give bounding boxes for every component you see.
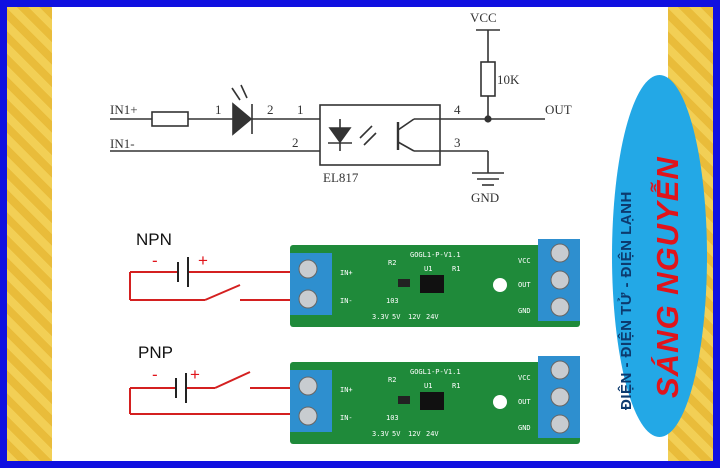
- board-in-plus: IN+: [340, 386, 353, 394]
- out-junction: [484, 115, 492, 123]
- led-ray-1: [231, 87, 241, 101]
- output-label: OUT: [545, 102, 572, 117]
- npn-label: NPN: [136, 230, 172, 249]
- resistor-value: 10K: [497, 72, 520, 87]
- board-24v: 24V: [426, 313, 439, 321]
- brand-name: SÁNG NGUYỄN: [650, 156, 685, 398]
- board-r2: R2: [388, 376, 396, 384]
- input-screw-2: [298, 289, 318, 309]
- optocoupler-body: [319, 104, 441, 166]
- board-5v: 5V: [392, 313, 401, 321]
- board-vcc: VCC: [518, 374, 531, 382]
- board-24v: 24V: [426, 430, 439, 438]
- ic-name: EL817: [323, 170, 359, 185]
- brand-tagline: ĐIỆN - ĐIỆN TỬ - ĐIỆN LẠNH: [618, 191, 635, 410]
- input-minus-label: IN1-: [110, 136, 135, 151]
- phototransistor-collector: [397, 118, 415, 131]
- board-12v: 12V: [408, 313, 421, 321]
- mounting-hole: [493, 278, 507, 292]
- board-in-plus: IN+: [340, 269, 353, 277]
- board-in-minus: IN-: [340, 297, 353, 305]
- npn-plus: +: [198, 251, 208, 270]
- pin-1-label: 1: [215, 102, 222, 117]
- board-out: OUT: [518, 398, 531, 406]
- board-r1: R1: [452, 265, 460, 273]
- output-screw-2: [550, 270, 570, 290]
- npn-minus: -: [152, 251, 158, 270]
- board-12v: 12V: [408, 430, 421, 438]
- led-component: [398, 396, 410, 404]
- board-model: GOGL1-P-V1.1: [410, 251, 461, 259]
- output-screw-3: [550, 297, 570, 317]
- pnp-switch: [214, 371, 251, 389]
- board-resistor-code: 103: [386, 297, 399, 305]
- input-screw-1: [298, 376, 318, 396]
- phototransistor-emitter: [397, 141, 415, 152]
- mounting-hole: [493, 395, 507, 409]
- led-component: [398, 279, 410, 287]
- opto-ray-2: [363, 132, 377, 146]
- board-resistor-code: 103: [386, 414, 399, 422]
- board-vcc: VCC: [518, 257, 531, 265]
- schematic-labels: VCC 10K IN1+ IN1- 1 2 1 2 4 3 OUT EL817 …: [110, 10, 572, 205]
- optocoupler-chip: [420, 392, 444, 410]
- brand-oval: [612, 75, 707, 437]
- board-npn: GOGL1-P-V1.1 U1 R1 R2 103 IN+ IN- VCC OU…: [290, 239, 580, 327]
- opto-ray-1: [359, 125, 373, 139]
- input-resistor: [151, 111, 189, 127]
- input-plus-label: IN1+: [110, 102, 138, 117]
- board-3v3: 3.3V: [372, 313, 390, 321]
- input-screw-1: [298, 259, 318, 279]
- board-r2: R2: [388, 259, 396, 267]
- pin-2-label: 2: [267, 102, 274, 117]
- board-u1: U1: [424, 265, 432, 273]
- board-u1: U1: [424, 382, 432, 390]
- opto-pin-1-label: 1: [297, 102, 304, 117]
- opto-led: [328, 127, 352, 144]
- pullup-resistor: [480, 61, 496, 97]
- optocoupler-chip: [420, 275, 444, 293]
- opto-pin-2-label: 2: [292, 135, 299, 150]
- pnp-wiring: PNP - +: [129, 343, 300, 415]
- schematic: [110, 29, 545, 186]
- npn-switch: [204, 284, 241, 301]
- board-pnp: GOGL1-P-V1.1 U1 R1 R2 103 IN+ IN- VCC OU…: [290, 356, 580, 444]
- pnp-minus: -: [152, 365, 158, 384]
- output-screw-1: [550, 243, 570, 263]
- output-screw-1: [550, 360, 570, 380]
- opto-pin-3-label: 3: [454, 135, 461, 150]
- opto-pin-4-label: 4: [454, 102, 461, 117]
- board-5v: 5V: [392, 430, 401, 438]
- gnd-label: GND: [471, 190, 499, 205]
- vcc-label: VCC: [470, 10, 497, 25]
- npn-wiring: NPN - +: [129, 230, 300, 301]
- pnp-plus: +: [190, 365, 200, 384]
- board-model: GOGL1-P-V1.1: [410, 368, 461, 376]
- pnp-label: PNP: [138, 343, 173, 362]
- board-r1: R1: [452, 382, 460, 390]
- led-ray-2: [240, 84, 248, 99]
- input-screw-2: [298, 406, 318, 426]
- output-screw-2: [550, 387, 570, 407]
- board-in-minus: IN-: [340, 414, 353, 422]
- board-gnd: GND: [518, 424, 531, 432]
- board-3v3: 3.3V: [372, 430, 390, 438]
- left-decorative-strip: [7, 7, 52, 461]
- board-out: OUT: [518, 281, 531, 289]
- board-gnd: GND: [518, 307, 531, 315]
- output-screw-3: [550, 414, 570, 434]
- indicator-led: [232, 102, 253, 136]
